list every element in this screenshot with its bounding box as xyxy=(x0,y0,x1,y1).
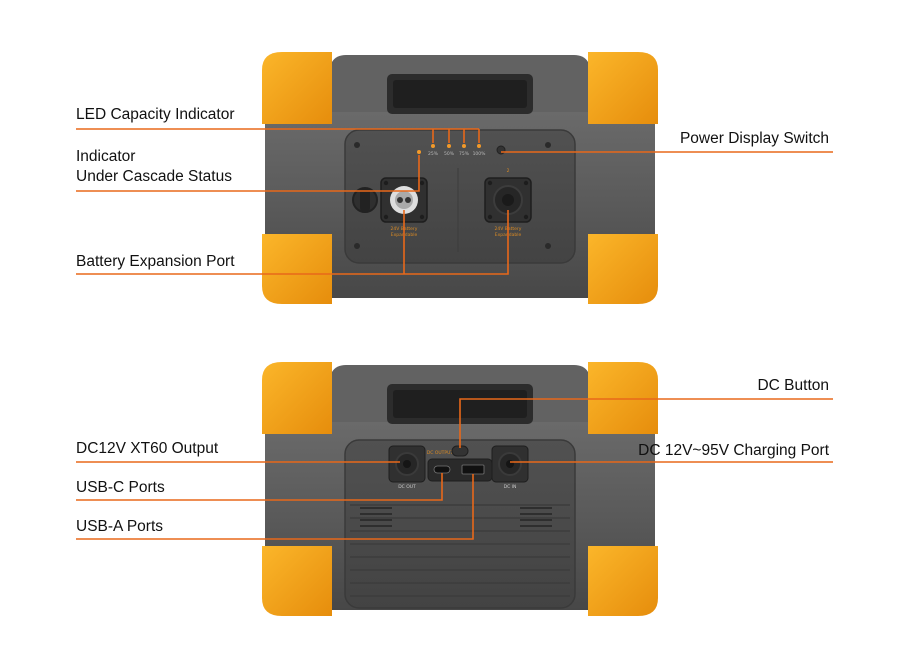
dc-output-caption: DC OUTPUT xyxy=(427,450,454,456)
label-dc12v-xt60: DC12V XT60 Output xyxy=(76,440,219,457)
leader-dc-button xyxy=(459,398,833,448)
right-vent xyxy=(520,507,552,527)
port-panel xyxy=(344,129,576,264)
xt60-port-icon[interactable] xyxy=(388,445,426,483)
led-level-25: 25% xyxy=(428,151,439,157)
label-indicator-line2: Under Cascade Status xyxy=(76,168,232,185)
label-dc-button: DC Button xyxy=(757,377,829,394)
label-led-capacity: LED Capacity Indicator xyxy=(76,106,235,123)
xt60-caption: DC OUT xyxy=(398,484,416,490)
led-dot-icon xyxy=(447,144,451,148)
led-level-75: 75% xyxy=(459,151,470,157)
led-dot-icon xyxy=(477,144,481,148)
port-2-number: 2 xyxy=(507,168,510,174)
led-dot-icon xyxy=(462,144,466,148)
label-indicator-line1: Indicator xyxy=(76,148,135,165)
device-top-view: 25% 50% 75% 100% 24V Battery Expandable xyxy=(262,52,658,304)
led-capacity-dots: 25% 50% 75% 100% xyxy=(428,144,486,157)
left-vent xyxy=(360,507,392,527)
bumper-top-left xyxy=(262,52,332,124)
dc-in-caption: DC IN xyxy=(504,484,517,490)
leader-expansion xyxy=(76,210,509,275)
led-level-100: 100% xyxy=(473,151,487,157)
panel-ridges xyxy=(350,504,570,597)
bumper-bottom-right xyxy=(588,234,658,304)
usb-a-icon[interactable] xyxy=(461,464,485,475)
bumper-b-top-left xyxy=(262,362,332,434)
bumper-b-bottom-left xyxy=(262,546,332,616)
label-dc-charging: DC 12V~95V Charging Port xyxy=(638,442,830,459)
label-power-display-switch: Power Display Switch xyxy=(680,130,829,147)
usb-c-icon[interactable] xyxy=(433,465,451,474)
label-battery-expansion: Battery Expansion Port xyxy=(76,253,235,270)
label-usb-c: USB-C Ports xyxy=(76,479,165,496)
cascade-indicator-led xyxy=(417,150,421,154)
bumper-top-right xyxy=(588,52,658,124)
bumper-b-top-right xyxy=(588,362,658,434)
leader-indicator xyxy=(76,155,420,192)
callout-lines xyxy=(76,128,833,540)
led-level-50: 50% xyxy=(444,151,455,157)
leader-usb-a xyxy=(76,474,474,540)
battery-expansion-port-2[interactable] xyxy=(484,177,532,223)
led-dot-icon xyxy=(431,144,435,148)
device-bottom-view: DC OUT DC OUTPUT DC IN xyxy=(262,362,658,616)
dc-charging-port[interactable] xyxy=(491,445,529,483)
bumper-b-bottom-right xyxy=(588,546,658,616)
leader-usb-c xyxy=(76,473,443,501)
bumper-bottom-left xyxy=(262,234,332,304)
label-usb-a: USB-A Ports xyxy=(76,518,163,535)
